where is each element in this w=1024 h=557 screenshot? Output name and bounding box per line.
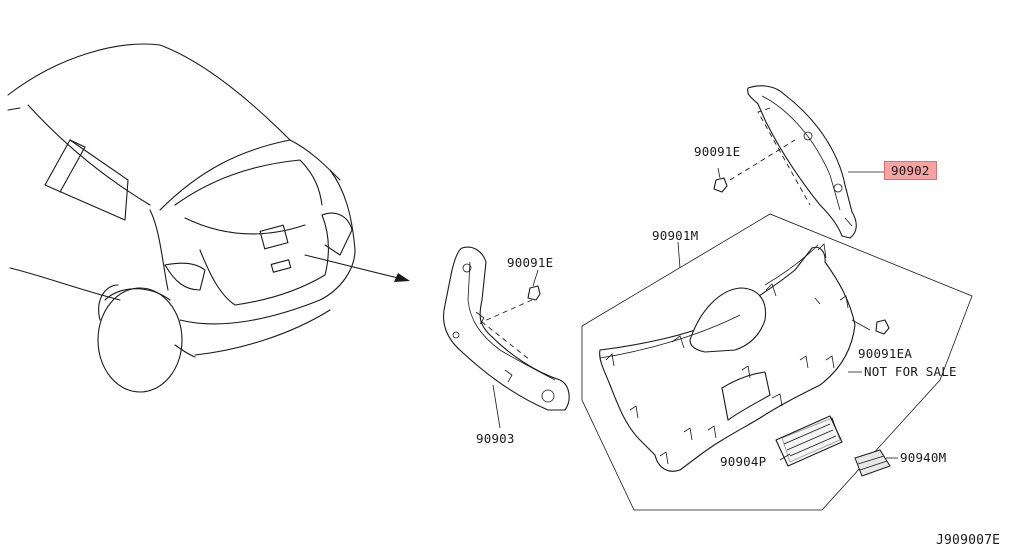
clip-90091E-top[interactable] bbox=[713, 167, 728, 193]
label-90091EA[interactable]: 90091EA bbox=[858, 346, 913, 361]
part-90902[interactable] bbox=[747, 85, 857, 239]
leader-90901M bbox=[677, 241, 681, 269]
label-90904P[interactable]: 90904P bbox=[720, 454, 767, 469]
label-90940M[interactable]: 90940M bbox=[900, 450, 947, 465]
label-90903[interactable]: 90903 bbox=[476, 431, 515, 446]
label-90091E-top[interactable]: 90091E bbox=[694, 144, 741, 159]
label-90091E-left[interactable]: 90091E bbox=[507, 255, 554, 270]
leader-90902-dash bbox=[757, 107, 811, 206]
assembly-bracket bbox=[581, 213, 973, 511]
part-90901M[interactable] bbox=[599, 243, 856, 472]
leader-90091E-left-dash bbox=[481, 299, 533, 361]
part-90940M[interactable] bbox=[854, 449, 891, 477]
leader-90903 bbox=[492, 384, 501, 429]
clip-90091EA[interactable] bbox=[851, 319, 890, 335]
label-90901M[interactable]: 90901M bbox=[652, 228, 699, 243]
part-90904P[interactable] bbox=[775, 415, 843, 467]
vehicle-illustration bbox=[7, 43, 410, 393]
label-90902[interactable]: 90902 bbox=[884, 161, 937, 180]
part-90903[interactable] bbox=[443, 246, 570, 411]
clip-90091E-left[interactable] bbox=[527, 269, 541, 301]
leader-90091E-top-dash bbox=[729, 139, 796, 181]
leader-90904P bbox=[779, 453, 791, 461]
label-not-for-sale: NOT FOR SALE bbox=[864, 364, 957, 379]
diagram-code: J909007E bbox=[936, 533, 1001, 548]
